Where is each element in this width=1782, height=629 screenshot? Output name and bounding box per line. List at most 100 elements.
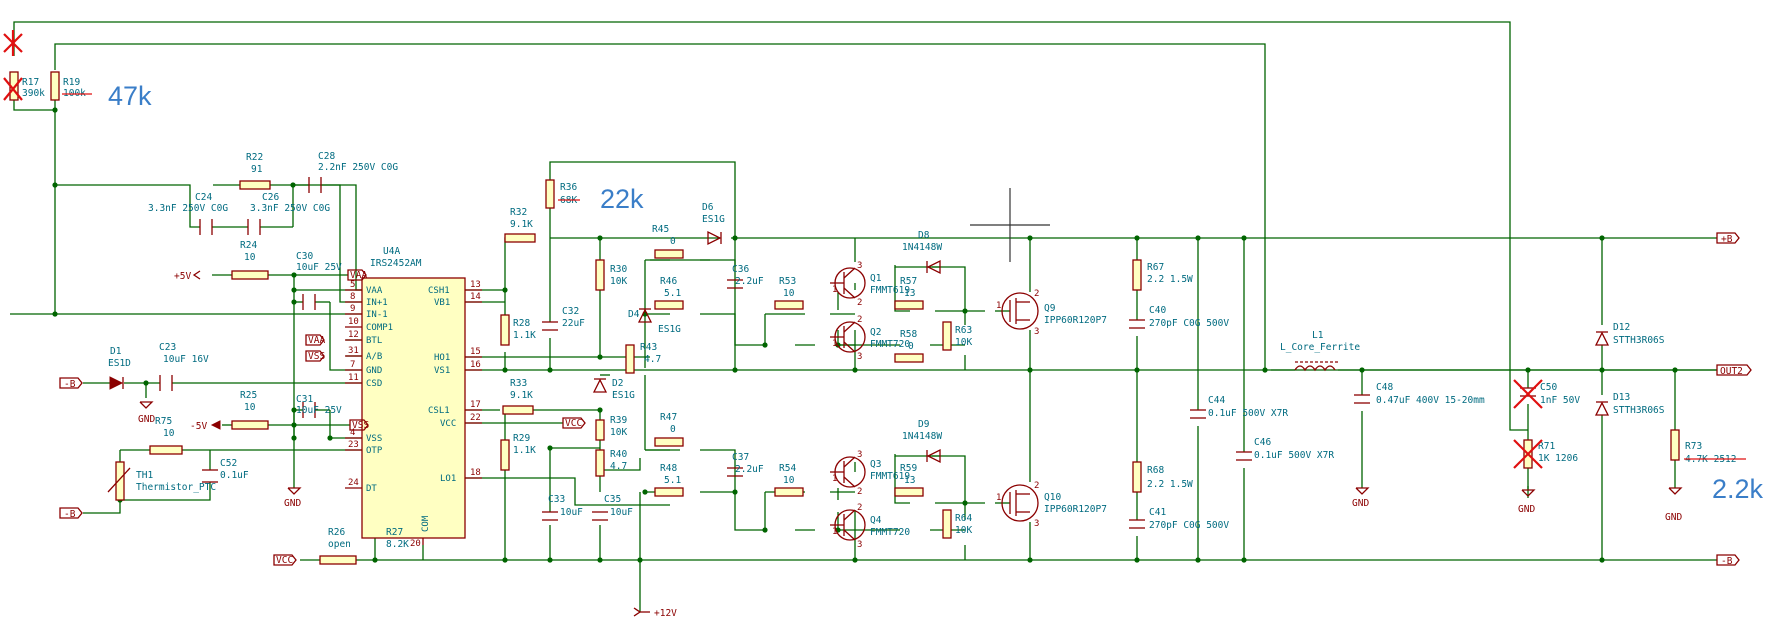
- capacitor-c37[interactable]: C37 2.2uF: [727, 452, 764, 477]
- svg-text:IPP60R120P7: IPP60R120P7: [1044, 315, 1107, 326]
- resistor-r58[interactable]: R58 0: [894, 329, 924, 363]
- capacitor-c28[interactable]: C28 2.2nF 250V C0G: [308, 151, 398, 193]
- svg-text:VAA: VAA: [308, 335, 325, 346]
- transistor-q1[interactable]: 1 3 2 Q1 FMMT619: [830, 261, 910, 308]
- svg-text:R28: R28: [513, 318, 530, 329]
- svg-text:R33: R33: [510, 378, 527, 389]
- resistor-r33[interactable]: R33 9.1K: [502, 378, 534, 415]
- resistor-r24[interactable]: R24 10: [231, 240, 269, 280]
- resistor-r57[interactable]: R57 13: [894, 276, 924, 310]
- svg-text:1: 1: [832, 285, 837, 295]
- capacitor-c35[interactable]: C35 10uF: [592, 494, 633, 521]
- svg-text:2: 2: [1034, 481, 1039, 491]
- svg-text:2.2nF 250V C0G: 2.2nF 250V C0G: [318, 162, 398, 173]
- diode-d12[interactable]: D12 STTH3R06S: [1594, 322, 1665, 346]
- capacitor-c52[interactable]: C52 0.1uF: [202, 458, 249, 483]
- resistor-r67[interactable]: R67 2.2 1.5W: [1132, 259, 1193, 291]
- capacitor-c33[interactable]: C33 10uF: [542, 494, 583, 521]
- svg-text:4.7: 4.7: [610, 461, 627, 472]
- capacitor-c41[interactable]: C41 270pF C0G 500V: [1129, 507, 1229, 531]
- pin-num: 12: [348, 330, 359, 340]
- svg-text:R27: R27: [386, 527, 403, 538]
- svg-text:C37: C37: [732, 452, 749, 463]
- resistor-r32[interactable]: R32 9.1K: [504, 207, 536, 243]
- transistor-q2[interactable]: 1 2 3 Q2 FMMT720: [830, 315, 910, 362]
- pin-num: 10: [348, 317, 359, 327]
- svg-text:D4: D4: [628, 309, 640, 320]
- resistor-r27[interactable]: R27 8.2K: [386, 527, 409, 550]
- pin-name: COM: [421, 515, 431, 532]
- capacitor-c46[interactable]: C46 0.1uF 500V X7R: [1236, 437, 1334, 461]
- diode-d4[interactable]: D4 ES1G: [628, 308, 681, 335]
- svg-text:3: 3: [1034, 327, 1039, 337]
- diode-d2[interactable]: D2 ES1G: [592, 378, 635, 401]
- mosfet-q9[interactable]: 1 2 3 Q9 IPP60R120P7: [996, 289, 1107, 337]
- resistor-r28[interactable]: R28 1.1K: [500, 314, 536, 346]
- ic-part: IRS2452AM: [370, 258, 422, 269]
- resistor-r39[interactable]: R39 10K: [595, 415, 627, 441]
- capacitor-c23[interactable]: C23 10uF 16V: [159, 342, 209, 391]
- pin-num: 11: [348, 373, 359, 383]
- inductor-l1[interactable]: L1 L_Core_Ferrite: [1280, 330, 1360, 372]
- svg-text:3.3nF 250V C0G: 3.3nF 250V C0G: [250, 203, 330, 214]
- thermistor-th1[interactable]: TH1 Thermistor_PTC: [107, 461, 216, 501]
- diode-d13[interactable]: D13 STTH3R06S: [1594, 392, 1665, 416]
- svg-text:GND: GND: [1518, 504, 1535, 515]
- resistor-r43[interactable]: R43 4.7: [625, 342, 661, 374]
- transistor-q4[interactable]: 1 2 3 Q4 FMMT720: [830, 503, 910, 550]
- capacitor-c26[interactable]: C26 3.3nF 250V C0G: [247, 192, 330, 235]
- resistor-r26[interactable]: R26 open: [319, 527, 357, 565]
- resistor-r30[interactable]: R30 10K: [595, 259, 627, 291]
- resistor-r48[interactable]: R48 5.1: [654, 463, 684, 497]
- pin-name: VAA: [366, 286, 383, 296]
- resistor-r63[interactable]: R63 10K: [942, 321, 972, 351]
- svg-text:R47: R47: [660, 412, 677, 423]
- capacitor-c32[interactable]: C32 22uF: [542, 306, 585, 331]
- vss-label-1: VSS: [305, 350, 325, 362]
- capacitor-c40[interactable]: C40 270pF C0G 500V: [1129, 305, 1229, 329]
- diode-d1[interactable]: D1 ES1D: [108, 346, 131, 390]
- capacitor-c36[interactable]: C36 2.2uF: [727, 264, 764, 289]
- ic-u4a[interactable]: U4A IRS2452AM 5 VAA 8 IN+1 9 IN-1 10 COM…: [345, 246, 482, 549]
- resistor-r47[interactable]: R47 0: [654, 412, 684, 447]
- resistor-r64[interactable]: R64 10K: [942, 509, 972, 539]
- svg-text:5.1: 5.1: [664, 475, 681, 486]
- resistor-r75[interactable]: R75 10: [149, 416, 183, 455]
- capacitor-c24[interactable]: C24 3.3nF 250V C0G: [148, 192, 228, 235]
- capacitor-c30[interactable]: C30 10uF 25V: [296, 251, 342, 310]
- svg-text:10: 10: [244, 252, 256, 263]
- capacitor-c31[interactable]: C31 10uF 25V: [296, 394, 342, 418]
- resistor-r54[interactable]: R54 10: [774, 463, 804, 497]
- diode-d8[interactable]: D8 1N4148W: [902, 230, 942, 275]
- resistor-r73[interactable]: R73 4.7K 2512: [1670, 429, 1746, 465]
- resistor-r53[interactable]: R53 10: [774, 276, 804, 310]
- svg-text:270pF C0G 500V: 270pF C0G 500V: [1149, 318, 1229, 329]
- diode-d6[interactable]: D6 ES1G: [702, 202, 725, 246]
- resistor-r71[interactable]: R71 1K 1206: [1523, 439, 1578, 469]
- mosfet-q10[interactable]: 1 2 3 Q10 IPP60R120P7: [996, 481, 1107, 529]
- svg-text:1: 1: [996, 493, 1001, 503]
- resistor-r25[interactable]: R25 10: [231, 390, 269, 430]
- svg-text:ES1G: ES1G: [612, 390, 635, 401]
- diode-d9[interactable]: D9 1N4148W: [902, 419, 942, 464]
- svg-text:FMMT619: FMMT619: [870, 471, 910, 482]
- svg-text:GND: GND: [284, 498, 301, 509]
- resistor-r46[interactable]: R46 5.1: [654, 276, 684, 310]
- pin-num: 9: [350, 304, 355, 314]
- resistor-r19[interactable]: R19 100k: [50, 71, 92, 101]
- resistor-r36[interactable]: R36 68K: [545, 179, 580, 209]
- capacitor-c48[interactable]: C48 0.47uF 400V 15-20mm: [1354, 382, 1485, 406]
- resistor-r40[interactable]: R40 4.7: [595, 449, 627, 477]
- svg-text:2.2 1.5W: 2.2 1.5W: [1147, 274, 1193, 285]
- resistor-r45[interactable]: R45 0: [652, 224, 684, 259]
- capacitor-c44[interactable]: C44 0.1uF 500V X7R: [1190, 395, 1288, 419]
- svg-text:L1: L1: [1312, 330, 1324, 341]
- resistor-r22[interactable]: R22 91: [239, 152, 271, 190]
- resistor-r68[interactable]: R68 2.2 1.5W: [1132, 461, 1193, 493]
- transistor-q3[interactable]: 1 3 2 Q3 FMMT619: [830, 450, 910, 497]
- annotation-r73: 2.2k: [1712, 474, 1764, 504]
- svg-text:-B: -B: [1721, 556, 1733, 567]
- svg-text:10: 10: [783, 288, 795, 299]
- resistor-r59[interactable]: R59 13: [894, 463, 924, 497]
- resistor-r29[interactable]: R29 1.1K: [500, 433, 536, 471]
